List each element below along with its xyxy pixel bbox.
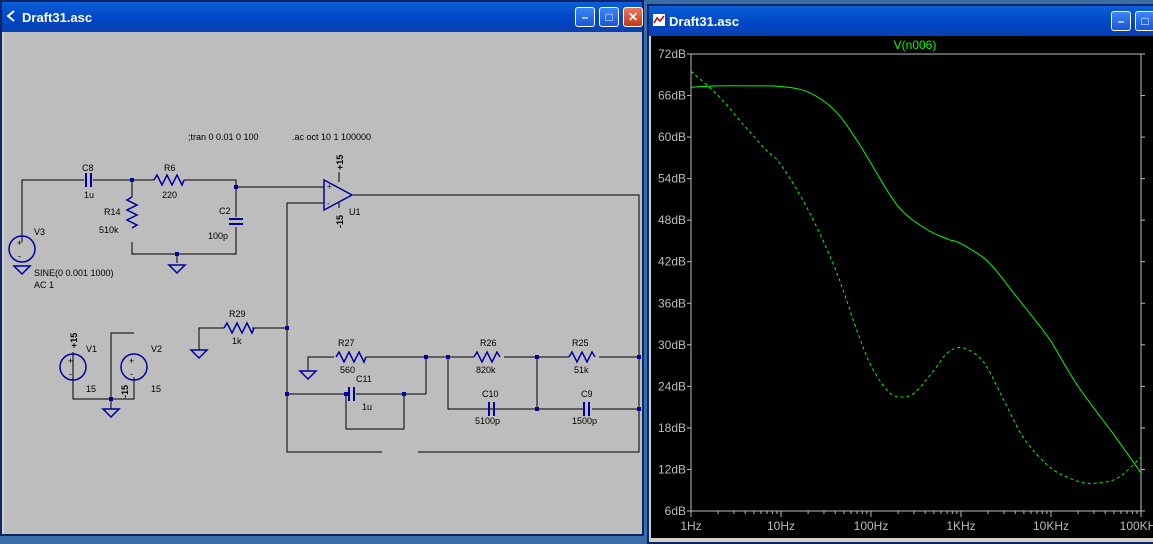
plot-area[interactable] <box>690 53 1142 512</box>
c9-label[interactable]: C9 <box>581 389 593 399</box>
maximize-button[interactable]: □ <box>599 7 619 27</box>
svg-text:-: - <box>327 199 330 208</box>
plot-maximize-button[interactable]: □ <box>1135 11 1153 31</box>
ground-symbol <box>101 408 121 419</box>
y-tick-label: 72dB <box>658 47 686 61</box>
r29-value[interactable]: 1k <box>232 336 242 346</box>
svg-text:-: - <box>130 369 133 379</box>
schematic-window-title: Draft31.asc <box>22 10 93 25</box>
y-tick-label: 30dB <box>658 338 686 352</box>
waveform-app-icon <box>653 14 665 26</box>
r25-label[interactable]: R25 <box>572 338 589 348</box>
y-tick-label: 54dB <box>658 172 686 186</box>
ground-symbol <box>167 264 187 275</box>
v2-node: -15 <box>120 385 130 398</box>
svg-text:-: - <box>69 369 72 379</box>
minimize-button[interactable]: – <box>575 7 595 27</box>
x-tick-label: 10KHz <box>1033 519 1069 533</box>
x-tick-label: 1KHz <box>946 519 975 533</box>
svg-text:-: - <box>18 251 21 261</box>
traces <box>690 70 1142 484</box>
plot-canvas[interactable]: V(n006) 72dB 66dB 60dB 54dB 48dB 42dB 36dB 30dB… <box>651 36 1153 538</box>
svg-text:+: + <box>68 356 73 366</box>
r27-label[interactable]: R27 <box>338 338 355 348</box>
svg-text:+: + <box>17 238 22 248</box>
y-tick-label: 24dB <box>658 379 686 393</box>
x-axis: 1Hz 10Hz 100Hz 1KHz 10KHz 100KHz <box>680 511 1153 533</box>
plot-window: Draft31.asc – □ V(n006) 72dB 66dB 60dB 54dB… <box>647 4 1153 544</box>
v1-label[interactable]: V1 <box>86 344 97 354</box>
y-tick-label: 42dB <box>658 255 686 269</box>
c10-label[interactable]: C10 <box>482 389 499 399</box>
v1-node: +15 <box>69 333 79 348</box>
schematic-window: Draft31.asc – □ ✕ + - <box>0 0 644 536</box>
close-button[interactable]: ✕ <box>623 7 643 27</box>
r14-label[interactable]: R14 <box>104 207 121 217</box>
y-tick-label: 48dB <box>658 213 686 227</box>
c2-label[interactable]: C2 <box>219 206 231 216</box>
plot-trace-title[interactable]: V(n006) <box>894 38 937 52</box>
c11-label[interactable]: C11 <box>356 374 372 384</box>
u1-label[interactable]: U1 <box>349 207 361 217</box>
x-tick-label: 10Hz <box>767 519 795 533</box>
source-v1-symbol[interactable] <box>59 353 87 381</box>
opamp-u1-symbol[interactable] <box>323 178 354 212</box>
source-v2-symbol[interactable] <box>120 353 148 381</box>
y-tick-label: 66dB <box>658 89 686 103</box>
svg-text:+: + <box>129 356 134 366</box>
c8-label[interactable]: C8 <box>82 163 94 173</box>
y-tick-label: 36dB <box>658 296 686 310</box>
r26-value[interactable]: 820k <box>476 365 496 375</box>
v3-label[interactable]: V3 <box>34 227 45 237</box>
x-tick-label: 1Hz <box>680 519 701 533</box>
r14-value[interactable]: 510k <box>99 225 119 235</box>
plot-titlebar[interactable]: Draft31.asc – □ <box>649 6 1153 36</box>
plot-window-title: Draft31.asc <box>669 14 740 29</box>
c11-value[interactable]: 1u <box>362 402 372 412</box>
ac-directive[interactable]: .ac oct 10 1 100000 <box>292 132 371 142</box>
magnitude-trace[interactable] <box>690 85 1142 474</box>
plot-minimize-button[interactable]: – <box>1111 11 1131 31</box>
ground-symbol <box>298 370 318 381</box>
tran-directive[interactable]: ;tran 0 0.01 0 100 <box>188 132 259 142</box>
r6-value[interactable]: 220 <box>162 190 177 200</box>
y-tick-label: 18dB <box>658 421 686 435</box>
c9-value[interactable]: 1500p <box>572 416 597 426</box>
r27-value[interactable]: 560 <box>340 365 355 375</box>
v1-value[interactable]: 15 <box>86 384 96 394</box>
ground-symbol <box>12 265 32 276</box>
v3-wave[interactable]: SINE(0 0.001 1000) <box>34 268 114 278</box>
r6-label[interactable]: R6 <box>164 163 176 173</box>
v2-label[interactable]: V2 <box>151 344 162 354</box>
y-tick-label: 60dB <box>658 130 686 144</box>
c8-value[interactable]: 1u <box>84 190 94 200</box>
c10-value[interactable]: 5100p <box>475 416 500 426</box>
schematic-app-icon <box>6 10 15 22</box>
schematic-canvas[interactable]: + - + - + - + - <box>4 32 642 534</box>
source-v3-symbol[interactable] <box>8 235 36 263</box>
v2-value[interactable]: 15 <box>151 384 161 394</box>
svg-text:+: + <box>327 182 332 191</box>
phase-trace[interactable] <box>690 70 1142 484</box>
r25-value[interactable]: 51k <box>574 365 589 375</box>
r26-label[interactable]: R26 <box>480 338 497 348</box>
u1-vneg: -15 <box>335 215 345 228</box>
y-tick-label: 6dB <box>665 504 686 518</box>
v3-ac[interactable]: AC 1 <box>34 280 54 290</box>
x-tick-label: 100KHz <box>1120 519 1153 533</box>
y-axis: 72dB 66dB 60dB 54dB 48dB 42dB 36dB 30dB 24dB 18dB… <box>658 47 1145 518</box>
c2-value[interactable]: 100p <box>208 231 228 241</box>
schematic-titlebar[interactable]: Draft31.asc – □ ✕ <box>2 2 643 32</box>
x-tick-label: 100Hz <box>854 519 889 533</box>
y-tick-label: 12dB <box>658 462 686 476</box>
u1-vpos: +15 <box>335 155 345 170</box>
r29-label[interactable]: R29 <box>229 309 246 319</box>
ground-symbol <box>189 349 209 360</box>
